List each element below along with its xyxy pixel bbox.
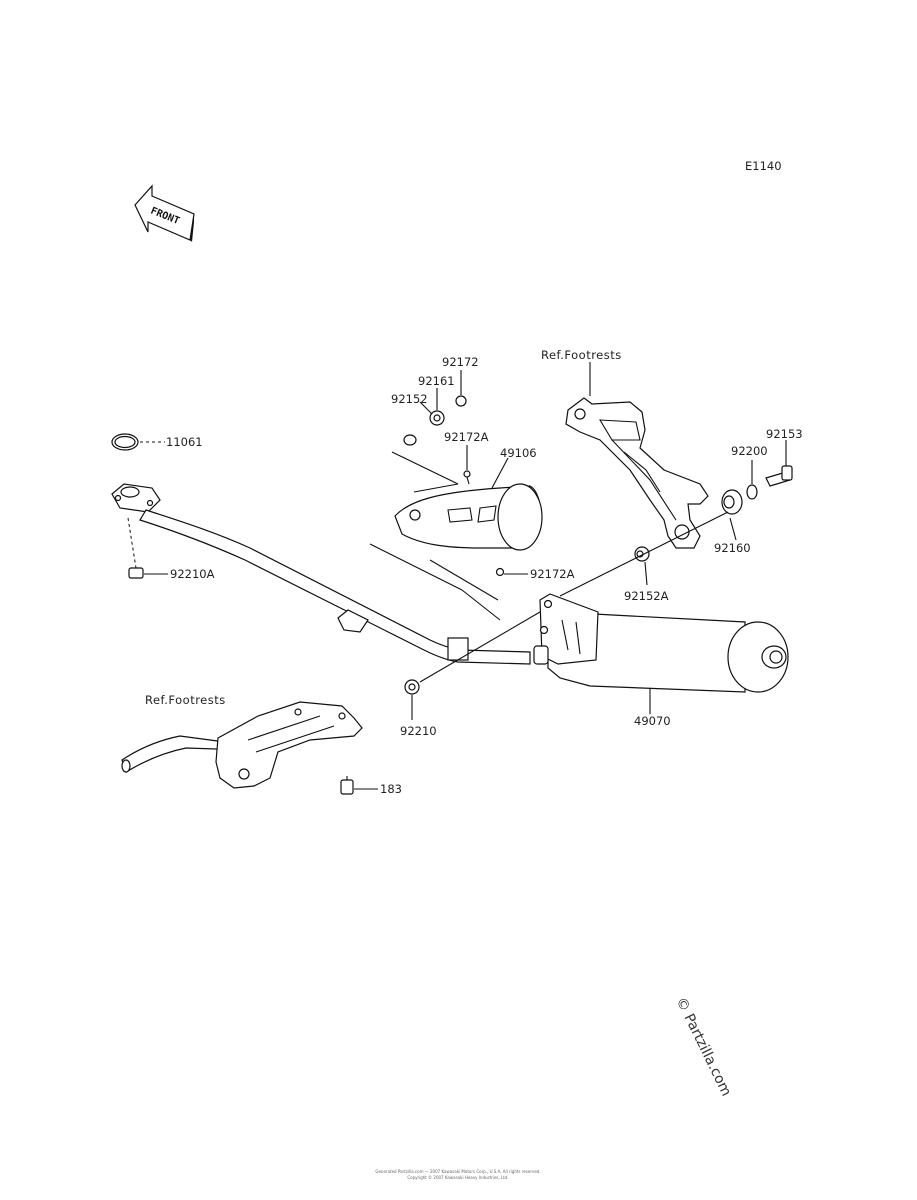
part-label-183: 183 (380, 782, 402, 796)
footrest-bracket-lower[interactable] (121, 701, 363, 789)
exhaust-header-pipe[interactable] (111, 483, 531, 665)
part-label-92172: 92172 (442, 355, 479, 369)
watermark: © Partzilla.com (672, 995, 734, 1099)
part-label-92210: 92210 (400, 724, 437, 738)
part-label-92172a-bottom: 92172A (530, 567, 575, 581)
part-label-49106: 49106 (500, 446, 537, 460)
heat-guard[interactable] (394, 483, 543, 551)
part-label-49070: 49070 (634, 714, 671, 728)
damper-92161[interactable] (429, 410, 445, 426)
washer-92200[interactable] (746, 484, 758, 500)
ref-footrests-upper: Ref.Footrests (541, 348, 622, 362)
diagram-code: E1140 (745, 159, 782, 173)
part-label-92152a: 92152A (624, 589, 669, 603)
bolt-92172[interactable] (455, 395, 467, 407)
damper-92160[interactable] (721, 489, 743, 515)
bolt-183[interactable] (340, 776, 354, 795)
part-label-92210a: 92210A (170, 567, 215, 581)
part-label-11061: 11061 (166, 435, 203, 449)
footer-line-2: Copyright © 2007 Kawasaki Heavy Industri… (407, 1175, 508, 1180)
part-label-92200: 92200 (731, 444, 768, 458)
screw-92172a-bottom[interactable] (495, 567, 505, 577)
o-ring-gasket[interactable] (111, 433, 139, 451)
part-label-92153: 92153 (766, 427, 803, 441)
part-label-92172a-top: 92172A (444, 430, 489, 444)
footer-line-1: Generated Partzilla.com — 2007 Kawasaki … (375, 1169, 540, 1174)
collar-92152[interactable] (403, 434, 417, 446)
bolt-92153[interactable] (765, 465, 793, 487)
front-arrow-icon: FRONT (134, 184, 195, 242)
collar-92152a[interactable] (634, 546, 650, 562)
muffler[interactable] (533, 593, 789, 693)
ref-footrests-lower: Ref.Footrests (145, 693, 226, 707)
part-label-92152: 92152 (391, 392, 428, 406)
nut-92210a[interactable] (128, 567, 144, 579)
part-label-92160: 92160 (714, 541, 751, 555)
part-label-92161: 92161 (418, 374, 455, 388)
screw-92172a-top[interactable] (463, 470, 471, 485)
footrest-bracket-upper[interactable] (565, 397, 709, 549)
nut-92210[interactable] (404, 679, 420, 695)
